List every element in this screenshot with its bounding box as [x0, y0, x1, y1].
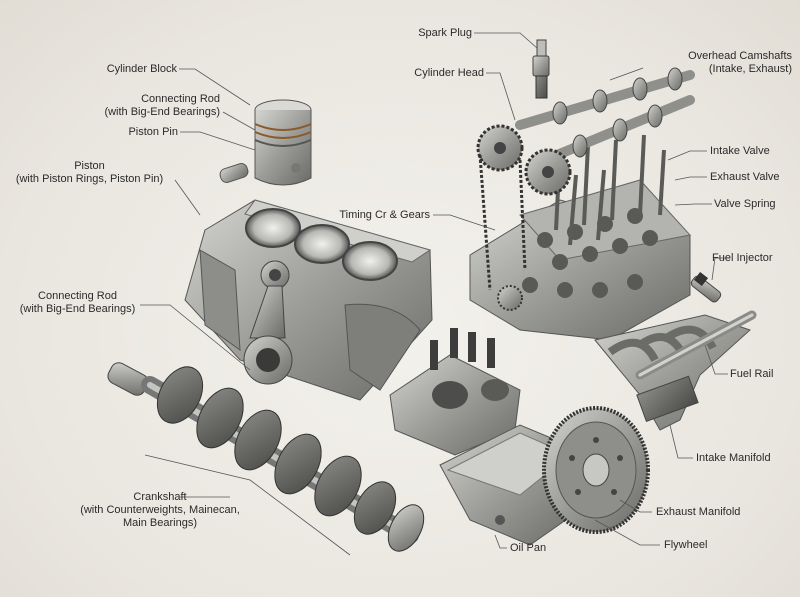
- label-overhead-camshafts: Overhead Camshafts (Intake, Exhaust): [648, 50, 792, 76]
- label-connecting-rod-top: Connecting Rod (with Big-End Bearings): [50, 93, 220, 119]
- spark-plug: [532, 39, 550, 99]
- label-cylinder-head: Cylinder Head: [414, 67, 484, 79]
- label-cylinder-block: Cylinder Block: [106, 63, 177, 75]
- leader-lines: [140, 32, 730, 556]
- label-piston: Piston (with Piston Rings, Piston Pin): [2, 160, 177, 186]
- label-crankshaft-line2: (with Counterweights, Mainecan,: [80, 504, 240, 516]
- label-spark-plug: Spark Plug: [418, 27, 472, 39]
- main-bearing-caps: [389, 328, 521, 456]
- label-intake-valve: Intake Valve: [710, 145, 770, 157]
- crankshaft: [107, 362, 425, 552]
- label-connecting-rod-left-line1: Connecting Rod: [38, 290, 117, 302]
- label-oil-pan: Oil Pan: [510, 542, 547, 554]
- label-intake-manifold: Intake Manifold: [696, 452, 771, 464]
- flywheel: [542, 406, 650, 534]
- label-piston-line1: Piston: [74, 160, 105, 172]
- label-connecting-rod-top-line2: (with Big-End Bearings): [104, 106, 220, 118]
- label-crankshaft-line1: Crankshaft: [133, 491, 187, 503]
- label-fuel-injector: Fuel Injector: [712, 252, 773, 264]
- label-overhead-camshafts-line2: (Intake, Exhaust): [708, 63, 792, 75]
- label-exhaust-valve: Exhaust Valve: [710, 171, 780, 183]
- cylinder-block: [184, 199, 433, 401]
- label-piston-pin: Piston Pin: [128, 126, 178, 138]
- piston: [254, 99, 312, 186]
- label-overhead-camshafts-line1: Overhead Camshafts: [688, 50, 792, 62]
- cylinder-head: [469, 179, 691, 341]
- label-connecting-rod-top-line1: Connecting Rod: [141, 93, 220, 105]
- connecting-rod: [243, 260, 293, 385]
- label-fuel-rail: Fuel Rail: [730, 368, 774, 380]
- label-piston-line2: (with Piston Rings, Piston Pin): [15, 173, 164, 185]
- label-valve-spring: Valve Spring: [714, 198, 776, 210]
- label-crankshaft-line3: Main Bearings): [123, 517, 197, 529]
- camshafts: [515, 67, 695, 165]
- label-flywheel: Flywheel: [664, 539, 708, 551]
- fuel-rail: [635, 310, 757, 380]
- label-exhaust-manifold: Exhaust Manifold: [656, 506, 741, 518]
- label-connecting-rod-left: Connecting Rod (with Big-End Bearings): [10, 290, 145, 316]
- label-timing-gears: Timing Cr & Gears: [339, 209, 430, 221]
- label-connecting-rod-left-line2: (with Big-End Bearings): [19, 303, 136, 315]
- label-crankshaft: Crankshaft (with Counterweights, Maineca…: [60, 491, 260, 530]
- timing-gears: [476, 124, 572, 311]
- fuel-injector: [690, 271, 722, 303]
- intake-manifold: [594, 314, 751, 431]
- piston-pin: [219, 163, 249, 183]
